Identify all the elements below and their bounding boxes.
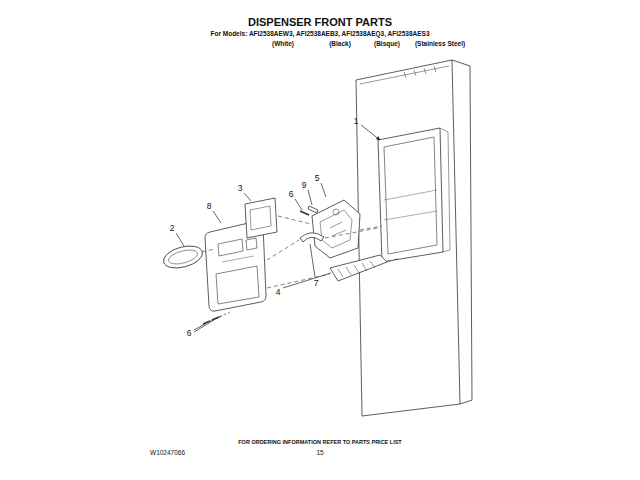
callout-number: 3 <box>238 184 243 193</box>
door-panel <box>356 60 460 416</box>
ordering-note: FOR ORDERING INFORMATION REFER TO PARTS … <box>238 440 401 446</box>
callout-number: 7 <box>314 279 319 288</box>
drip-tray <box>330 255 387 281</box>
color-note: (Stainless Steel) <box>415 41 465 48</box>
control-board <box>245 198 277 238</box>
door-side <box>452 60 472 404</box>
diagram-title: DISPENSER FRONT PARTS <box>248 17 392 28</box>
screw <box>308 206 318 213</box>
color-note: (Black) <box>329 41 351 48</box>
callout-number: 5 <box>315 174 320 183</box>
screw <box>300 211 309 215</box>
callout-number: 8 <box>207 202 212 211</box>
actuator-arm <box>300 233 324 242</box>
color-note: (Bisque) <box>374 41 400 48</box>
model-list: For Models: AFI2538AEW3, AFI2538AEB3, AF… <box>210 31 429 38</box>
callout-number: 2 <box>170 224 175 233</box>
callout-number: 6 <box>289 190 294 199</box>
callout-number: 4 <box>276 288 281 297</box>
callout-number: 6 <box>187 329 192 338</box>
page-number: 15 <box>316 450 323 457</box>
callout-number: 1 <box>354 117 359 126</box>
color-note: (White) <box>272 41 294 48</box>
dispenser-mechanism <box>312 200 360 258</box>
dispenser-lens <box>161 242 205 272</box>
document-number: W10247066 <box>150 450 185 457</box>
dispenser-opening <box>378 128 443 262</box>
callout-number: 9 <box>302 181 307 190</box>
